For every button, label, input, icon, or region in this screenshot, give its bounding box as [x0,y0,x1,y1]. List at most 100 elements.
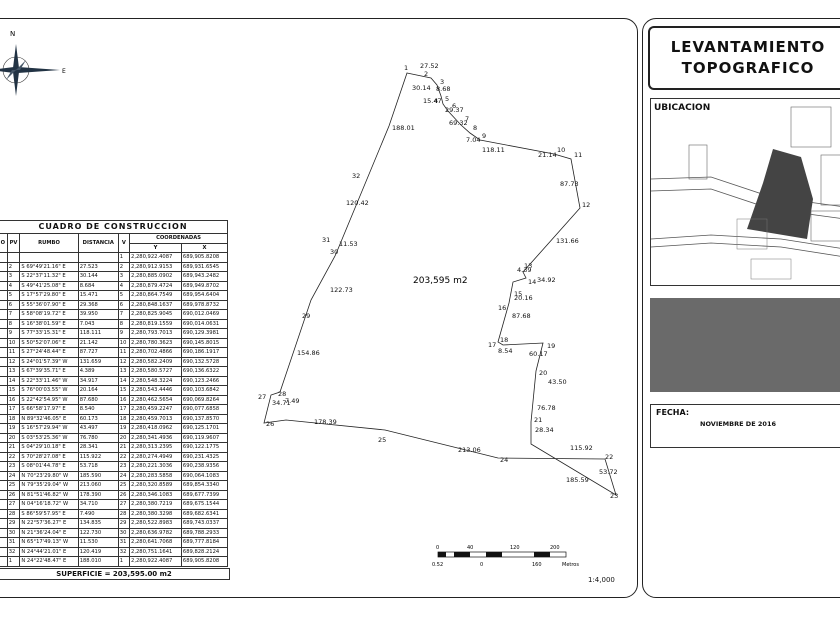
table-cell: 690,186.1917 [180,347,229,358]
table-cell: 7.490 [77,508,119,519]
table-cell: 2 [6,261,21,272]
table-cell: 11 [117,347,131,358]
table-cell: 689,788.2933 [180,527,229,538]
table-cell: 31 [6,537,21,548]
distance-label: 87.73 [560,180,579,188]
distance-label: 15.47 [423,97,442,105]
vertex-label: 16 [498,304,506,312]
table-cell: 689,682.6341 [180,508,229,519]
table-cell: N 24°44'21.01" E [19,546,79,557]
vertex-label: 12 [582,201,590,209]
table-cell: 32 [6,546,21,557]
table-cell: S 67°39'35.71" E [19,366,79,377]
distance-label: 28.34 [535,426,554,434]
table-cell: N 70°23'29.80" W [19,470,79,481]
table-cell: 9 [117,328,131,339]
table-cell: 29 [6,518,21,529]
table-cell: 87.727 [77,347,119,358]
table-cell: 2,280,346.1083 [129,489,182,500]
table-cell: 27 [6,499,21,510]
table-cell [0,537,8,548]
vertex-label: 29 [302,312,310,320]
table-cell [0,394,8,405]
table-cell: 213.060 [77,480,119,491]
table-cell: 178.390 [77,489,119,500]
table-cell: 31 [117,537,131,548]
scale-tick-200: 200 [550,545,560,551]
scale-tick-b1: 0.52 [432,562,443,568]
table-cell: 15 [117,385,131,396]
col-est: O [0,233,8,253]
table-cell: S 22°42'54.95" W [19,394,79,405]
table-cell: 6 [6,299,21,310]
vertex-label: 10 [557,146,565,154]
table-cell [0,280,8,291]
table-cell: 13 [117,366,131,377]
table-cell: 11.530 [77,537,119,548]
distance-label: 213.06 [458,446,481,454]
distance-label: 122.73 [330,286,353,294]
vertex-label: 1 [404,64,408,72]
table-cell: 27.523 [77,261,119,272]
table-cell [0,413,8,424]
vertex-label: 24 [500,456,508,464]
vertex-label: 21 [534,416,542,424]
title-line-1: LEVANTAMIENTO [670,38,826,56]
vertex-label: 14 [528,278,536,286]
table-cell: S 04°29'10.18" E [19,442,79,453]
vertex-label: 20 [539,369,547,377]
distance-label: 120.42 [346,199,369,207]
table-cell: 7 [6,309,21,320]
table-cell: N 89°32'46.05" E [19,413,79,424]
table-cell [0,252,8,263]
vertex-label: 9 [482,132,486,140]
vertex-label: 6 [452,102,456,110]
table-cell: 34.710 [77,499,119,510]
table-cell: 53.718 [77,461,119,472]
table-cell: 2,280,313.2395 [129,442,182,453]
vertex-label: 25 [378,436,386,444]
table-cell: 2,280,274.4949 [129,451,182,462]
table-cell: S 08°01'44.78" E [19,461,79,472]
table-cell [0,404,8,415]
distance-label: 4.39 [517,266,531,274]
table-cell: 25 [6,480,21,491]
table-cell [0,470,8,481]
table-cell: 2 [117,261,131,272]
table-cell [0,375,8,386]
table-cell: 3 [6,271,21,282]
table-cell: 2,280,582.2409 [129,356,182,367]
table-cell: S 16°57'29.94" W [19,423,79,434]
distance-label: 29.37 [445,106,464,114]
area-label: 203,595 m2 [413,276,468,286]
table-cell: 689,943.2482 [180,271,229,282]
table-cell: 4 [6,280,21,291]
table-cell: 29.368 [77,299,119,310]
col-rumbo: RUMBO [19,233,79,253]
table-cell: 2,280,548.3224 [129,375,182,386]
table-cell: 2,280,522.8983 [129,518,182,529]
table-cell: 2,280,283.5858 [129,470,182,481]
table-cell: N 21°36'24.04" E [19,527,79,538]
table-cell: 29 [117,518,131,529]
table-cell: 43.497 [77,423,119,434]
table-cell: 2,280,793.7013 [129,328,182,339]
table-cell: 30.144 [77,271,119,282]
table-cell: 689,954.6404 [180,290,229,301]
vertex-label: 26 [266,420,274,428]
vertex-label: 2 [424,70,428,78]
table-cell: 690,125.1701 [180,423,229,434]
table-cell: 2,280,864.7549 [129,290,182,301]
vertex-label: 18 [500,336,508,344]
